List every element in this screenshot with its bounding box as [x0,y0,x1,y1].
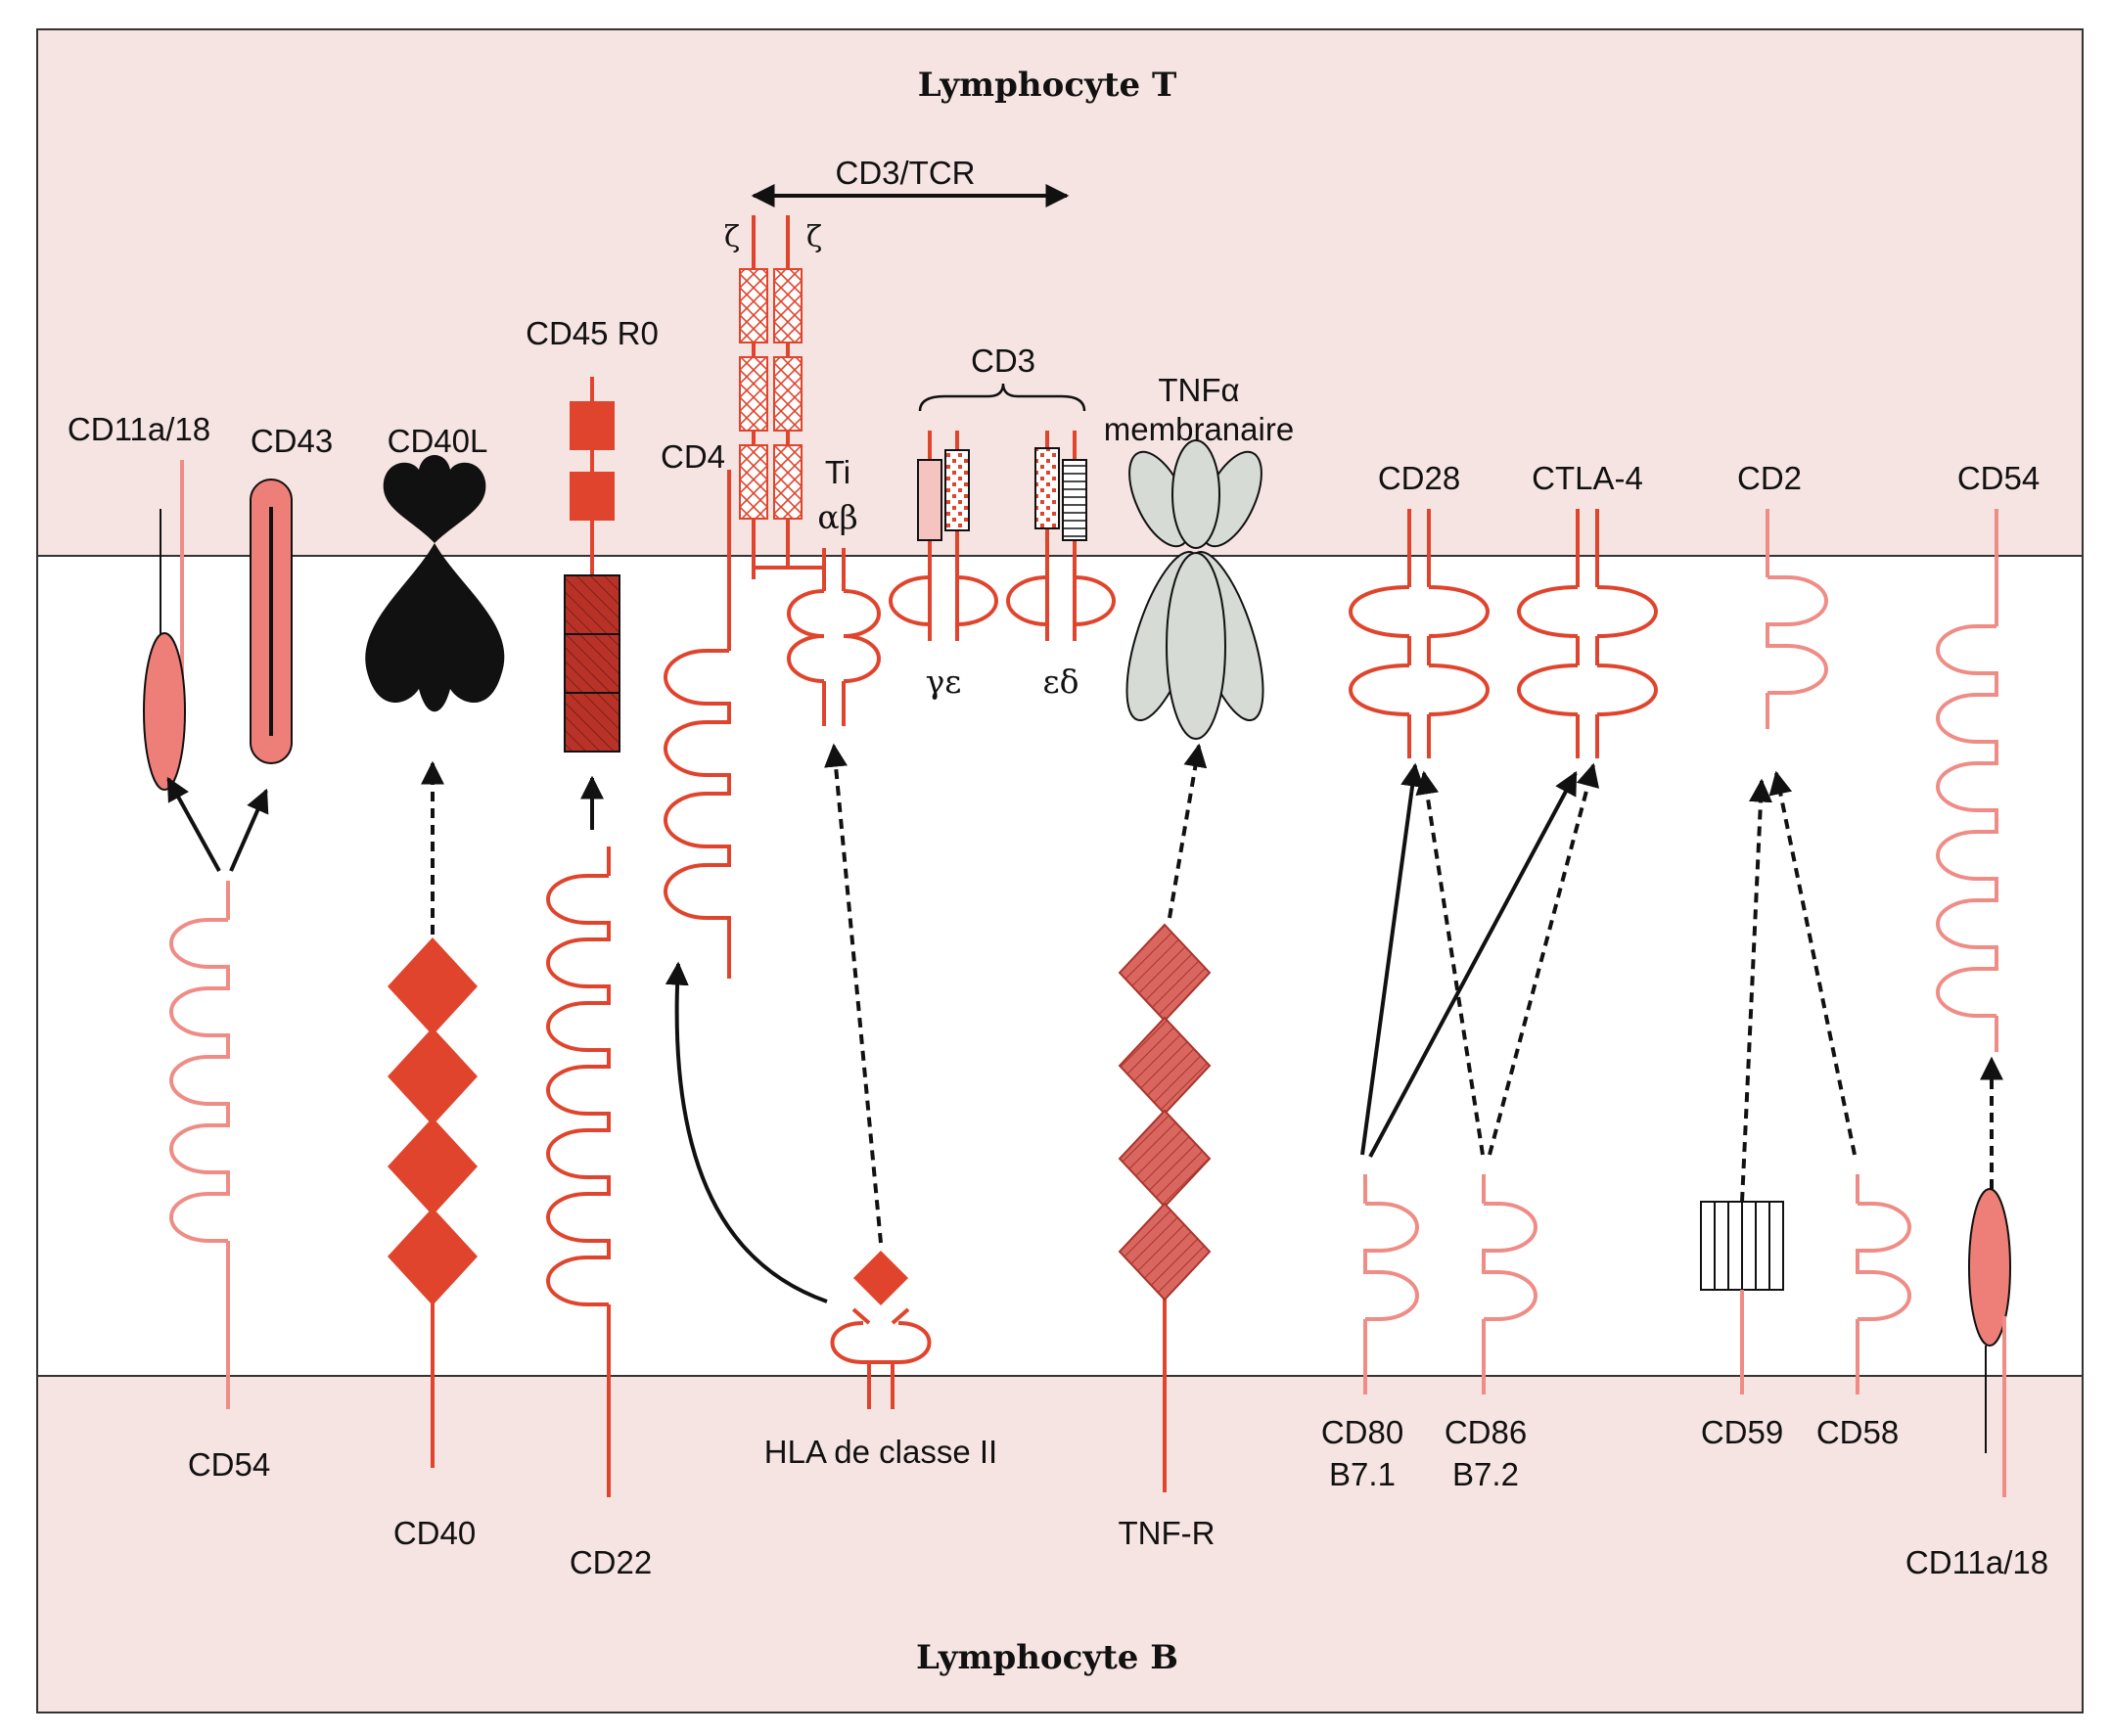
cd86-molecule [1482,1174,1537,1394]
cd3-label: CD3 [971,343,1035,379]
arrow-cd54-to-cd11a [166,776,221,872]
ti-alpha-beta-receptor [787,548,881,726]
cd59-label: CD59 [1701,1414,1783,1450]
ti-label: Ti [825,454,850,490]
arrow-cd80-to-ctla4 [1368,770,1578,1158]
cd3-tcr-label: CD3/TCR [835,155,975,191]
cd54-t-molecule [1936,509,1998,1052]
arrow-hla-to-tcr [824,743,883,1244]
cd58-molecule [1856,1174,1911,1394]
cd28-molecule [1349,509,1490,758]
cd43-label: CD43 [251,423,333,459]
cd86-label: CD86 [1445,1414,1527,1450]
cd22-molecule [546,846,611,1497]
cd11a18-b-label: CD11a/18 [1905,1544,2048,1580]
alpha-beta-label: αβ [817,498,857,536]
cd80-label: CD80 [1321,1414,1403,1450]
tnf-r-label: TNF-R [1119,1515,1216,1551]
cd58-label: CD58 [1816,1414,1899,1450]
zeta-label-left: ζ [724,220,740,254]
cd40-label: CD40 [393,1515,476,1551]
zeta-chains [739,215,822,579]
cd40l-label: CD40L [388,423,488,459]
hla-class-ii-molecule [830,1251,932,1409]
cd59-molecule [1700,1201,1784,1394]
ctla4-molecule [1517,509,1658,758]
b71-label: B7.1 [1329,1456,1396,1492]
cd11a18-t-label: CD11a/18 [68,411,210,447]
t-cell-title: Lymphocyte T [918,66,1177,105]
cd28-label: CD28 [1378,460,1460,496]
gamma-epsilon-label: γε [926,662,962,701]
arrow-tnfr-to-tnf [1168,743,1208,919]
tnf-membranaire-label: membranaire [1104,411,1294,447]
arrow-cd86-to-cd28 [1415,770,1485,1156]
cd3-gamma-epsilon [889,431,998,641]
cd11a18-t-molecule [143,460,186,791]
cd80-molecule [1363,1174,1419,1394]
b72-label: B7.2 [1452,1456,1519,1492]
cd45r0-label: CD45 R0 [526,315,659,351]
cd3-brace [918,383,1086,412]
epsilon-delta-label: εδ [1043,662,1079,701]
cd45r0-molecule [564,377,620,753]
cd54-t-label: CD54 [1957,460,2040,496]
cd3-epsilon-delta [1006,431,1116,641]
hla-label: HLA de classe II [764,1434,997,1470]
tnf-r-molecule [1118,923,1212,1492]
cd40-molecule [388,937,478,1468]
cd4-molecule [664,470,731,979]
zeta-label-right: ζ [806,220,822,254]
cd4-label: CD4 [661,438,725,475]
cd54-b-label: CD54 [188,1446,270,1483]
cd40l-molecule [365,455,505,712]
cd43-molecule [250,479,293,764]
cd22-label: CD22 [570,1544,652,1580]
cd2-molecule [1766,509,1828,729]
arrow-hla-to-cd4 [665,961,828,1303]
b-cell-title: Lymphocyte B [916,1638,1178,1677]
arrow-cd58-to-cd2 [1768,770,1857,1156]
tnf-alpha-label: TNFα [1158,372,1239,408]
cd11a18-b-molecule [1968,1188,2011,1497]
tnf-alpha-molecule [1125,439,1264,740]
arrow-cd86-to-ctla4 [1488,762,1600,1156]
cd54-b-molecule [169,881,230,1409]
arrow-cd59-to-cd2 [1740,778,1772,1203]
arrow-cd54-to-cd43 [229,788,269,872]
arrow-cd80-to-cd28 [1360,762,1424,1156]
cd2-label: CD2 [1737,460,1802,496]
ctla4-label: CTLA-4 [1532,460,1643,496]
